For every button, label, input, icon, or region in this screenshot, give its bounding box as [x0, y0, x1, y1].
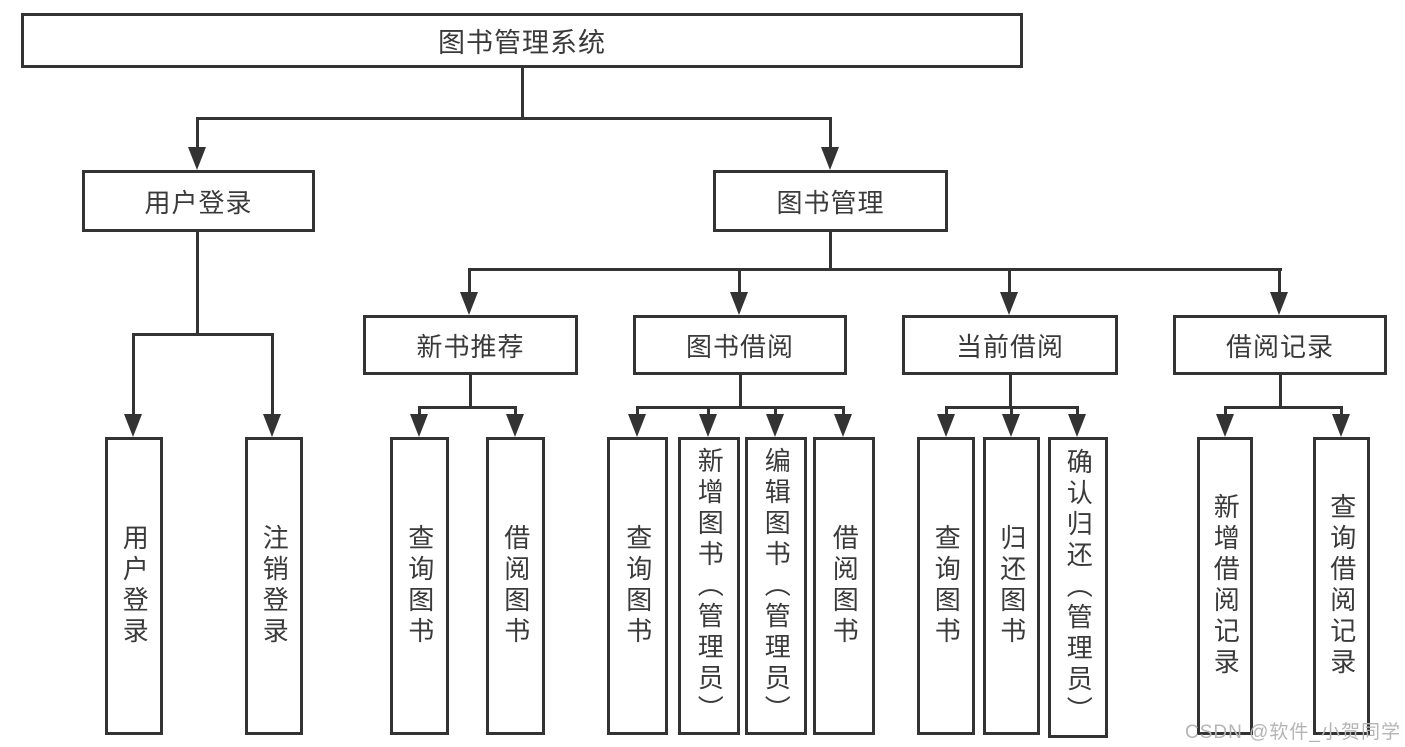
- arrow-down-icon: [628, 414, 646, 437]
- node-label: 查询借阅记录: [1326, 493, 1357, 679]
- arrow-down-icon: [834, 414, 852, 437]
- connector-line: [196, 117, 832, 120]
- connector-line: [1010, 406, 1013, 416]
- arrow-down-icon: [1068, 414, 1086, 437]
- connector-line: [469, 375, 472, 409]
- connector-line: [1008, 268, 1011, 294]
- connector-line: [636, 406, 639, 416]
- connector-line: [636, 406, 845, 409]
- node-label: 借阅记录: [1225, 331, 1334, 362]
- connector-line: [418, 406, 421, 416]
- node-label: 新增图书（管理员）: [694, 446, 725, 726]
- connector-line: [945, 406, 948, 416]
- arrow-down-icon: [1270, 292, 1288, 315]
- connector-line: [774, 406, 777, 416]
- node-confirm-return-admin: 确认归还（管理员）: [1048, 437, 1108, 738]
- node-borrow-books: 借阅图书: [486, 437, 545, 735]
- node-current-borrowing: 当前借阅: [902, 315, 1118, 375]
- connector-line: [132, 333, 274, 336]
- connector-line: [468, 268, 471, 294]
- connector-line: [1076, 406, 1079, 416]
- connector-line: [707, 406, 710, 416]
- connector-line: [132, 333, 135, 416]
- node-user-login: 用户登录: [82, 170, 315, 232]
- connector-line: [1279, 375, 1282, 409]
- connector-line: [1009, 375, 1012, 409]
- node-book-borrowing: 图书借阅: [633, 315, 847, 375]
- connector-line: [739, 375, 742, 409]
- connector-line: [1224, 406, 1343, 409]
- node-query-books: 查询图书: [607, 437, 668, 735]
- node-query-books: 查询图书: [917, 437, 975, 735]
- arrow-down-icon: [1000, 292, 1018, 315]
- node-label: 用户登录: [144, 187, 253, 218]
- arrow-down-icon: [460, 292, 478, 315]
- node-label: 图书管理系统: [438, 28, 606, 58]
- node-edit-book-admin: 编辑图书（管理员）: [745, 437, 807, 735]
- node-user-login-leaf: 用户登录: [105, 437, 163, 735]
- connector-line: [842, 406, 845, 416]
- node-label: 当前借阅: [955, 331, 1064, 362]
- node-label: 借阅图书: [500, 524, 531, 648]
- connector-line: [521, 68, 524, 120]
- watermark: CSDN @软件_小贺同学: [1185, 722, 1401, 743]
- node-borrow-books: 借阅图书: [813, 437, 875, 735]
- node-label: 查询图书: [404, 524, 435, 648]
- node-query-books: 查询图书: [390, 437, 449, 735]
- node-label: 归还图书: [996, 524, 1027, 648]
- arrow-down-icon: [821, 147, 839, 170]
- node-return-book: 归还图书: [983, 437, 1040, 735]
- arrow-down-icon: [699, 414, 717, 437]
- node-label: 借阅图书: [829, 524, 860, 648]
- arrow-down-icon: [730, 292, 748, 315]
- connector-line: [196, 232, 199, 336]
- arrow-down-icon: [1216, 414, 1234, 437]
- connector-line: [829, 232, 832, 271]
- connector-line: [829, 117, 832, 150]
- node-label: 图书管理: [776, 187, 885, 218]
- arrow-down-icon: [410, 414, 428, 437]
- node-label: 新书推荐: [416, 331, 525, 362]
- arrow-down-icon: [766, 414, 784, 437]
- connector-line: [738, 268, 741, 294]
- connector-line: [418, 406, 517, 409]
- connector-line: [196, 117, 199, 150]
- node-new-book-recommend: 新书推荐: [363, 315, 578, 375]
- node-label: 编辑图书（管理员）: [761, 446, 792, 726]
- connector-line: [1278, 268, 1281, 294]
- connector-line: [468, 268, 1282, 271]
- node-label: 图书借阅: [685, 331, 794, 362]
- node-label: 确认归还（管理员）: [1063, 448, 1094, 727]
- node-label: 用户登录: [119, 524, 150, 648]
- arrow-down-icon: [937, 414, 955, 437]
- node-label: 注销登录: [259, 524, 290, 648]
- node-borrowing-records: 借阅记录: [1173, 315, 1387, 375]
- arrow-down-icon: [506, 414, 524, 437]
- node-label: 查询图书: [931, 524, 962, 648]
- node-label: 新增借阅记录: [1210, 493, 1241, 679]
- arrow-down-icon: [263, 414, 281, 437]
- connector-line: [271, 333, 274, 416]
- arrow-down-icon: [124, 414, 142, 437]
- arrow-down-icon: [1002, 414, 1020, 437]
- connector-line: [1340, 406, 1343, 416]
- arrow-down-icon: [188, 147, 206, 170]
- node-label: 查询图书: [622, 524, 653, 648]
- node-logout: 注销登录: [245, 437, 303, 735]
- connector-line: [1224, 406, 1227, 416]
- node-query-borrow-record: 查询借阅记录: [1313, 437, 1370, 735]
- node-root-system: 图书管理系统: [21, 13, 1023, 68]
- arrow-down-icon: [1332, 414, 1350, 437]
- node-book-management: 图书管理: [713, 170, 948, 232]
- connector-line: [514, 406, 517, 416]
- node-add-borrow-record: 新增借阅记录: [1197, 437, 1253, 735]
- node-add-book-admin: 新增图书（管理员）: [678, 437, 740, 735]
